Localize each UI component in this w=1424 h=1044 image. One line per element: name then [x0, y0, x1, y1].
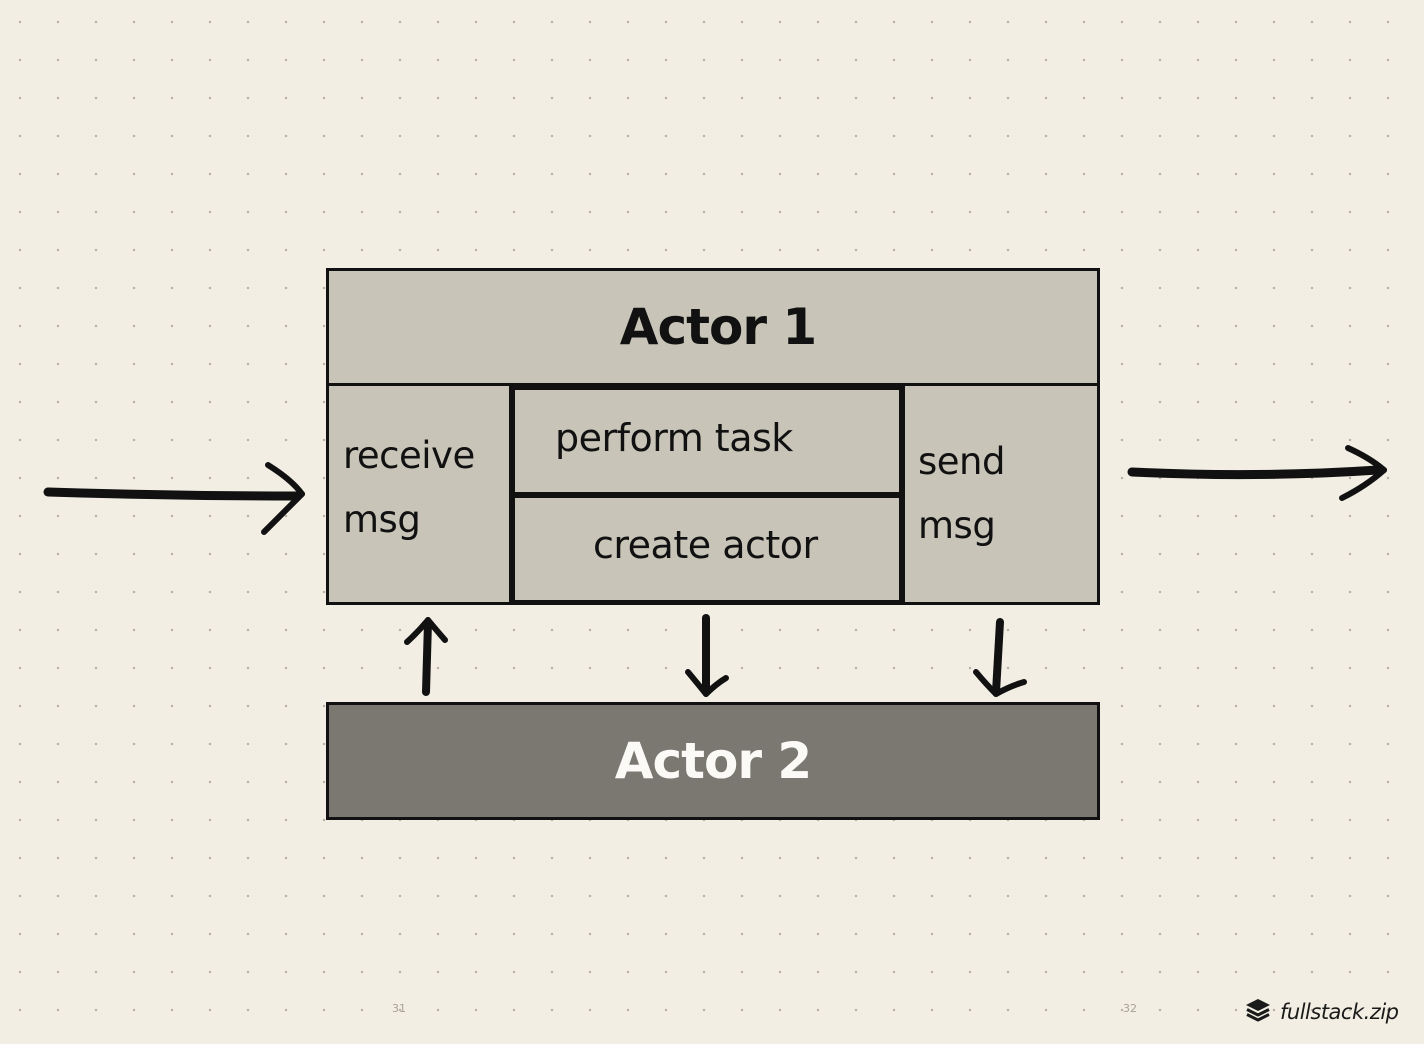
create-actor-box: create actor: [510, 493, 904, 605]
receive-label: receive: [343, 434, 475, 477]
send-msg-label: msg: [918, 504, 996, 547]
perform-task-box: perform task: [510, 385, 904, 497]
send-label: send: [918, 440, 1005, 483]
actor2-title: Actor 2: [614, 732, 812, 790]
perform-task-label: perform task: [555, 416, 793, 460]
create-actor-label: create actor: [593, 523, 818, 567]
brand-logo: fullstack.zip: [1244, 996, 1399, 1028]
actor2-box: Actor 2: [326, 702, 1100, 820]
receive-msg-box: receive msg: [326, 383, 512, 605]
page-number-right: 32: [1123, 1002, 1137, 1015]
down-arrow-from-send: [973, 618, 1027, 697]
stack-layers-icon: [1244, 996, 1272, 1028]
up-arrow-to-receive: [404, 617, 448, 696]
actor1-header: Actor 1: [326, 268, 1100, 386]
actor1-title: Actor 1: [619, 298, 817, 356]
incoming-message-arrow: [43, 462, 305, 535]
send-msg-box: send msg: [902, 383, 1100, 605]
down-arrow-from-create: [685, 614, 729, 697]
brand-name: fullstack.zip: [1280, 1000, 1399, 1024]
receive-msg-label: msg: [343, 498, 421, 541]
page-number-left: 31: [392, 1002, 406, 1015]
outgoing-message-arrow: [1127, 445, 1387, 501]
